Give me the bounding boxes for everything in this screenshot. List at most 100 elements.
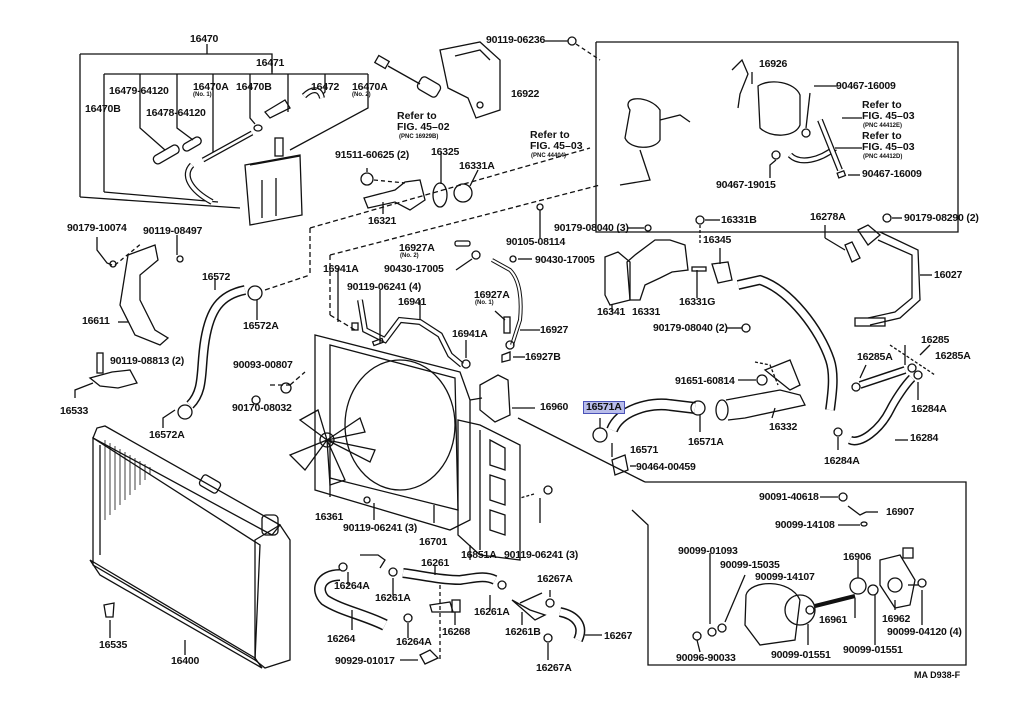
part-label[interactable]: 90119-08813 (2) — [110, 355, 185, 367]
part-label[interactable]: 16284A — [911, 403, 947, 415]
ref-fig-link[interactable]: FIG. 45–03 — [530, 140, 583, 152]
part-label[interactable]: 90179-08040 (2) — [653, 322, 728, 334]
part-label[interactable]: 16906 — [843, 551, 872, 563]
part-label[interactable]: 16941A — [452, 328, 488, 340]
part-label[interactable]: 16478-64120 — [146, 107, 206, 119]
part-label[interactable]: 16332 — [769, 421, 798, 433]
part-label[interactable]: 16907 — [886, 506, 915, 518]
part-label[interactable]: 16267 — [604, 630, 633, 642]
part-label[interactable]: 16278A — [810, 211, 846, 223]
part-label[interactable]: 16572 — [202, 271, 231, 283]
part-label[interactable]: 90099-01093 — [678, 545, 738, 557]
part-label[interactable]: 90119-08497 — [143, 225, 203, 237]
part-label[interactable]: 16400 — [171, 655, 200, 667]
part-label[interactable]: 16345 — [703, 234, 732, 246]
part-label[interactable]: 16261B — [505, 626, 541, 638]
part-label[interactable]: 16922 — [511, 88, 540, 100]
part-label[interactable]: 90430-17005 — [535, 254, 595, 266]
part-label[interactable]: 16268 — [442, 626, 471, 638]
part-label[interactable]: 16264A — [334, 580, 370, 592]
part-label[interactable]: 90091-40618 — [759, 491, 819, 503]
part-label[interactable]: 16267A — [536, 662, 572, 674]
part-label[interactable]: 16470 — [190, 33, 219, 45]
part-label[interactable]: 16261 — [421, 557, 450, 569]
part-label[interactable]: 16027 — [934, 269, 963, 281]
part-label[interactable]: 90467-16009 — [836, 80, 896, 92]
part-label[interactable]: 16572A — [149, 429, 185, 441]
part-label[interactable]: 90093-00807 — [233, 359, 293, 371]
ref-fig-link[interactable]: FIG. 45–03 — [862, 141, 915, 153]
part-label[interactable]: 16331 — [632, 306, 661, 318]
part-label[interactable]: 90179-08040 (3) — [554, 222, 629, 234]
part-label[interactable]: 16261A — [375, 592, 411, 604]
part-label[interactable]: 16471 — [256, 57, 285, 69]
part-label[interactable]: 90929-01017 — [335, 655, 395, 667]
part-label[interactable]: 90119-06241 (3) — [504, 549, 579, 561]
part-label[interactable]: 16284 — [910, 432, 939, 444]
part-label[interactable]: 16472 — [311, 81, 340, 93]
part-label[interactable]: 16961 — [819, 614, 848, 626]
part-label[interactable]: 16479-64120 — [109, 85, 169, 97]
part-label[interactable]: 16331A — [459, 160, 495, 172]
part-label[interactable]: 16533 — [60, 405, 89, 417]
part-label[interactable]: 90119-06241 (3) — [343, 522, 418, 534]
part-label[interactable]: 16927A — [399, 242, 435, 254]
part-label[interactable]: 90099-04120 (4) — [887, 626, 962, 638]
part-label[interactable]: 90099-14107 — [755, 571, 815, 583]
part-label[interactable]: 16927B — [525, 351, 561, 363]
part-label[interactable]: 90467-16009 — [862, 168, 922, 180]
highlighted-part-label[interactable]: 16571A — [583, 401, 625, 414]
part-label[interactable]: 16960 — [540, 401, 569, 413]
part-label[interactable]: 16361 — [315, 511, 344, 523]
part-label[interactable]: 90467-19015 — [716, 179, 776, 191]
ref-fig-link[interactable]: FIG. 45–03 — [862, 110, 915, 122]
part-label[interactable]: 16331G — [679, 296, 716, 308]
part-label[interactable]: 16851A — [461, 549, 497, 561]
part-label[interactable]: 16571 — [630, 444, 659, 456]
part-label[interactable]: 16285 — [921, 334, 950, 346]
part-label[interactable]: 16321 — [368, 215, 397, 227]
part-label[interactable]: 16701 — [419, 536, 448, 548]
part-label[interactable]: 16470A — [352, 81, 388, 93]
part-label[interactable]: 90179-08290 (2) — [904, 212, 979, 224]
part-label[interactable]: 16535 — [99, 639, 128, 651]
ref-fig-link[interactable]: FIG. 45–02 — [397, 121, 450, 133]
part-label[interactable]: 90099-01551 — [843, 644, 903, 656]
part-label[interactable]: 16261A — [474, 606, 510, 618]
fan-and-shroud — [251, 334, 471, 531]
part-label[interactable]: 90464-00459 — [636, 461, 696, 473]
part-label[interactable]: 91651-60814 — [675, 375, 735, 387]
part-label[interactable]: 16285A — [857, 351, 893, 363]
part-label[interactable]: 16285A — [935, 350, 971, 362]
part-label[interactable]: 91511-60625 (2) — [335, 149, 410, 161]
part-label[interactable]: 16962 — [882, 613, 911, 625]
part-label[interactable]: 90179-10074 — [67, 222, 127, 234]
part-label[interactable]: 16264A — [396, 636, 432, 648]
part-label[interactable]: 16284A — [824, 455, 860, 467]
part-label[interactable]: 90119-06241 (4) — [347, 281, 422, 293]
part-label[interactable]: 90105-08114 — [506, 236, 566, 248]
part-label[interactable]: 90119-06236 — [486, 34, 546, 46]
part-label[interactable]: 90096-90033 — [676, 652, 736, 664]
part-label[interactable]: 16267A — [537, 573, 573, 585]
part-label[interactable]: 16927A — [474, 289, 510, 301]
part-label[interactable]: 16572A — [243, 320, 279, 332]
part-label[interactable]: 16264 — [327, 633, 356, 645]
part-label[interactable]: 16325 — [431, 146, 460, 158]
part-label[interactable]: 16470B — [236, 81, 272, 93]
part-label[interactable]: 16470A — [193, 81, 229, 93]
part-label[interactable]: 16941A — [323, 263, 359, 275]
part-label[interactable]: 16331B — [721, 214, 757, 226]
part-label[interactable]: 16470B — [85, 103, 121, 115]
part-label[interactable]: 16571A — [688, 436, 724, 448]
part-label[interactable]: 16927 — [540, 324, 569, 336]
part-label[interactable]: 16611 — [82, 315, 110, 327]
part-label[interactable]: 16926 — [759, 58, 788, 70]
part-label[interactable]: 90099-14108 — [775, 519, 835, 531]
part-label[interactable]: 90099-01551 — [771, 649, 831, 661]
part-label[interactable]: 16941 — [398, 296, 427, 308]
part-label[interactable]: 90430-17005 — [384, 263, 444, 275]
part-label[interactable]: 90099-15035 — [720, 559, 780, 571]
part-label[interactable]: 16341 — [597, 306, 626, 318]
part-label[interactable]: 90170-08032 — [232, 402, 292, 414]
